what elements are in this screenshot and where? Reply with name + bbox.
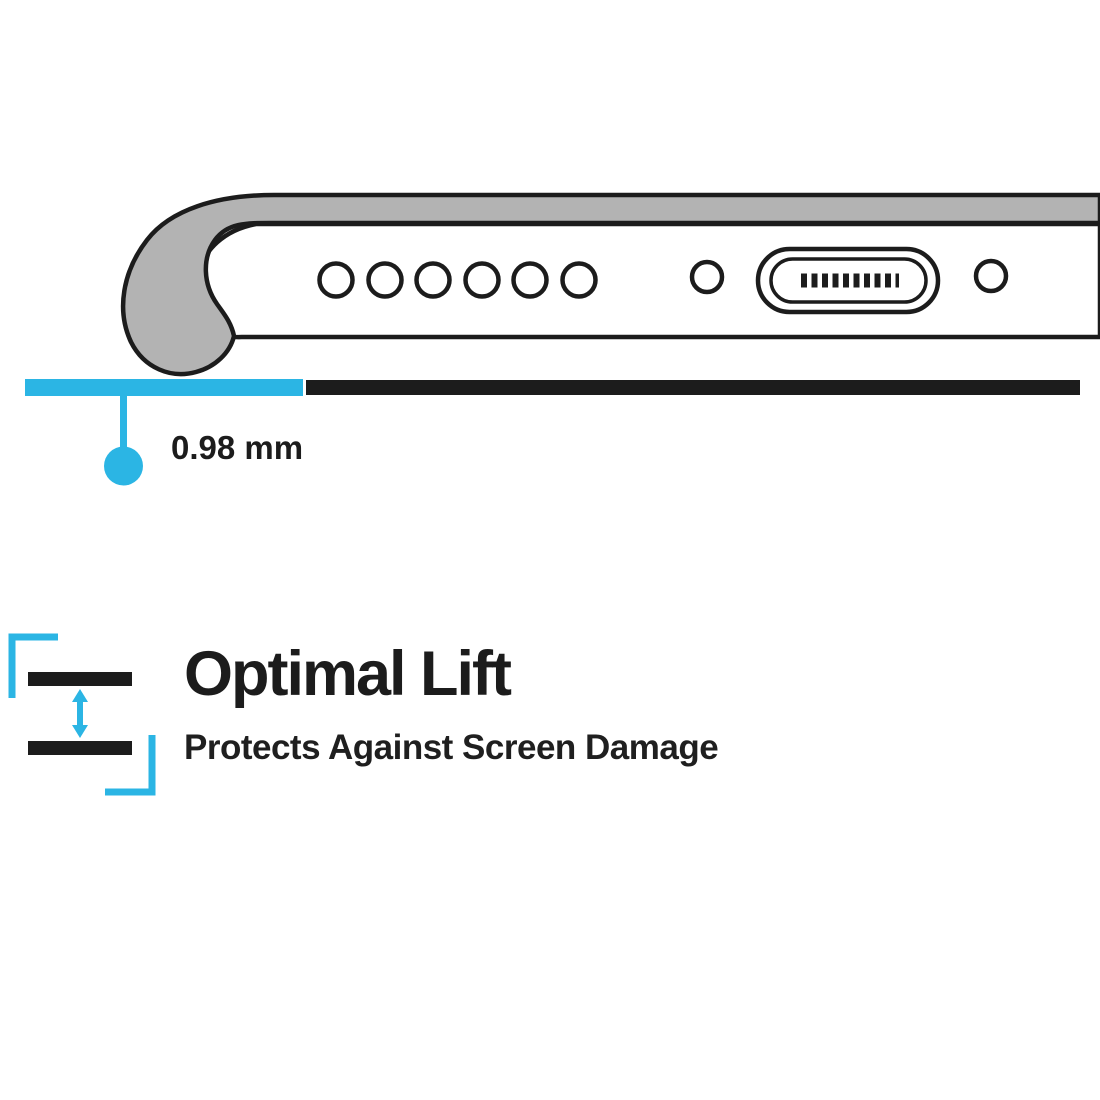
mic-hole-icon xyxy=(973,258,1009,294)
charging-port-icon xyxy=(755,246,941,315)
speaker-hole-icon xyxy=(414,261,452,299)
measurement-pointer-dot xyxy=(104,446,143,486)
speaker-holes xyxy=(317,261,598,299)
case-bar xyxy=(28,741,132,755)
case-band-and-lip xyxy=(120,192,1100,377)
speaker-hole-icon xyxy=(317,261,355,299)
mic-hole-icon xyxy=(689,259,725,295)
lift-icon xyxy=(8,633,156,796)
speaker-hole-icon xyxy=(511,261,549,299)
speaker-hole-icon xyxy=(366,261,404,299)
lift-scale-dark-bar xyxy=(306,380,1080,395)
measurement-pointer-line xyxy=(120,396,127,448)
feature-title: Optimal Lift xyxy=(184,639,512,709)
speaker-hole-icon xyxy=(463,261,501,299)
lift-scale-accent-bar xyxy=(25,379,303,396)
speaker-hole-icon xyxy=(560,261,598,299)
screen-bar xyxy=(28,672,132,686)
bracket-bottom-right-icon xyxy=(105,735,156,796)
lift-arrow-icon xyxy=(72,689,88,738)
lift-measurement-label: 0.98 mm xyxy=(171,429,304,466)
feature-subtitle: Protects Against Screen Damage xyxy=(184,728,719,767)
bracket-top-left-icon xyxy=(8,633,58,698)
